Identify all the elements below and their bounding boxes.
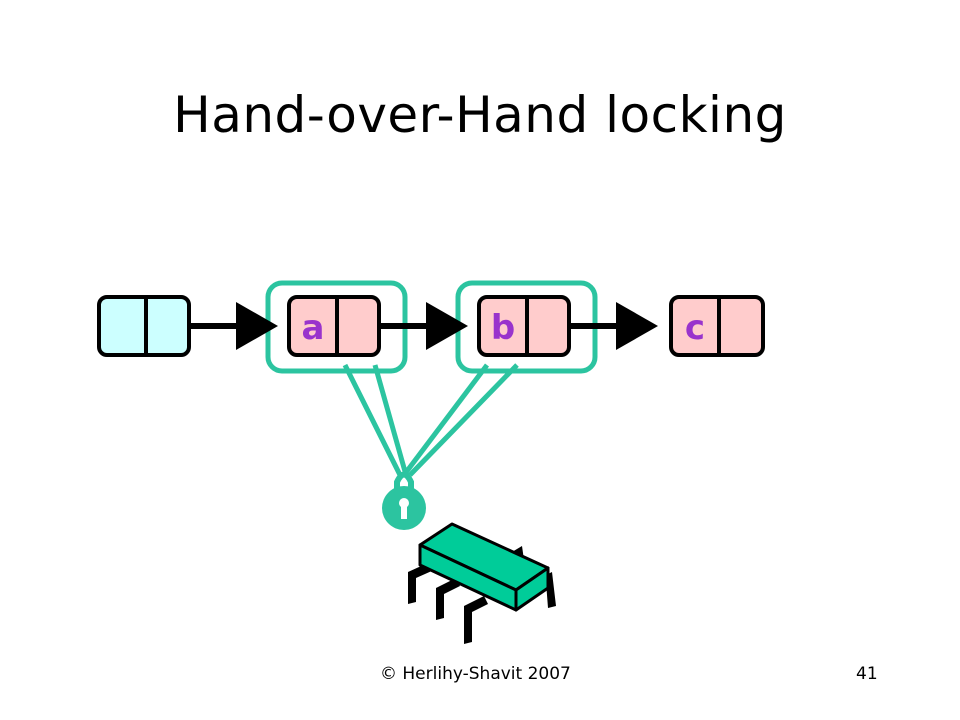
list-node-sentinel	[97, 295, 191, 357]
node-label-c: c	[685, 308, 705, 348]
node-label-b: b	[491, 308, 515, 348]
list-node-c: c	[669, 295, 765, 357]
list-node-a: a	[287, 295, 381, 357]
list-node-b: b	[477, 295, 571, 357]
copyright-footer: © Herlihy-Shavit 2007	[380, 664, 571, 684]
page-number: 41	[856, 664, 878, 684]
node-label-a: a	[302, 308, 325, 348]
thread-chip-icon	[408, 522, 556, 644]
padlock-icon	[382, 471, 426, 530]
slide-title: Hand-over-Hand locking	[173, 86, 787, 144]
